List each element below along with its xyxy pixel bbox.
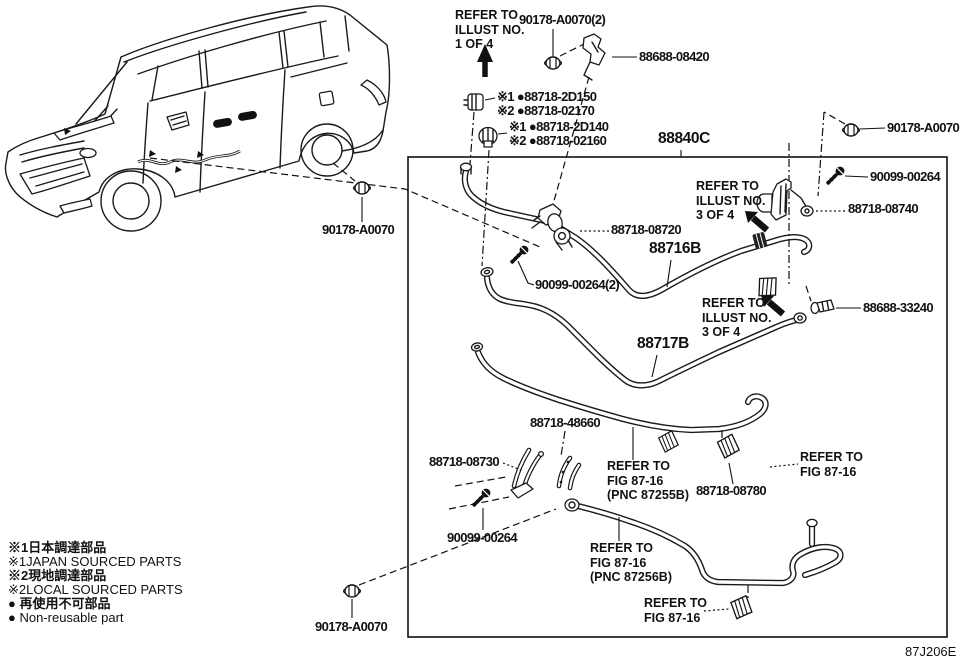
valve-icon-88718-08720: [531, 203, 573, 251]
part-label-88718-02170: ※2 ●88718-02170: [497, 103, 595, 118]
bracket-icon-88718-08730: [510, 447, 545, 499]
grommet-icon: [352, 181, 372, 195]
clip-icon-88718-08780: [657, 429, 680, 454]
refer-note-illust-3of4-lower: REFER TO ILLUST NO. 3 OF 4: [702, 296, 772, 339]
clip-icon: [463, 93, 484, 111]
refer-note-fig8716-right: REFER TO FIG 87-16: [800, 450, 863, 479]
part-label-88688-33240: 88688-33240: [863, 300, 934, 315]
underfloor-pipes-icon: [64, 128, 241, 173]
part-label-88718-08740: 88718-08740: [848, 201, 919, 216]
fuel-lid-icon: [318, 90, 335, 107]
door-handle-icon: [238, 110, 257, 121]
fitting-cap: [806, 518, 818, 528]
bracket-icon-88718-08740: [756, 178, 814, 221]
leader-lines: [351, 29, 886, 618]
part-label-88718-48660: 88718-48660: [530, 415, 601, 430]
northwest-arrow-icon: [761, 295, 786, 317]
grommet-icon: [342, 584, 362, 598]
clip-icon: [729, 594, 754, 620]
clip-icon-88718-08780: [715, 432, 741, 460]
part-label-90178-a0070-bottom: 90178-A0070: [315, 619, 388, 634]
refer-note-illust-1of4: REFER TO ILLUST NO. 1 OF 4: [455, 8, 525, 51]
refer-note-fig8716-bottom: REFER TO FIG 87-16: [644, 596, 707, 625]
part-label-88718-02160: ※2 ●88718-02160: [509, 133, 607, 148]
clamp-icon-88718-48660: [556, 455, 582, 491]
screw-icon: [471, 486, 493, 508]
parts-detail-box: [407, 156, 948, 638]
part-label-88688-08420: 88688-08420: [639, 49, 710, 64]
part-label-90178-a0070-body: 90178-A0070: [322, 222, 395, 237]
pipe-end-cap: [480, 267, 494, 277]
pipe-end-fitting: [793, 312, 807, 324]
figure-code: 87J206E: [905, 644, 957, 659]
clip-icon-88688-33240: [810, 299, 835, 315]
water-pipe-lower-88717b: [480, 267, 807, 389]
refer-note-fig8716-pnc87255b: REFER TO FIG 87-16 (PNC 87255B): [607, 459, 689, 502]
pipe-label-88717b: 88717B: [637, 335, 689, 352]
dashed-locator-lines: [149, 43, 846, 612]
grommet-icon: [543, 56, 563, 70]
clip-icon-dark: [752, 232, 768, 249]
door-handle-icon: [213, 117, 232, 128]
hose-end-cap: [459, 162, 473, 175]
bracket-icon-88688-08420: [582, 33, 606, 81]
legend-line-japan-sourced-en: ※1JAPAN SOURCED PARTS: [8, 554, 182, 569]
refer-note-illust-3of4-upper: REFER TO ILLUST NO. 3 OF 4: [696, 179, 766, 222]
screw-icon: [509, 243, 531, 265]
up-arrow-icon: [477, 44, 493, 77]
pipe-label-88716b: 88716B: [649, 240, 701, 257]
water-pipe-third: [470, 342, 769, 434]
part-label-90099-00264-right: 90099-00264: [870, 169, 941, 184]
vehicle-illustration: [4, 5, 391, 232]
legend-line-local-sourced-jp: ※2現地調達部品: [8, 568, 107, 583]
northwest-arrow-icon: [745, 211, 770, 233]
pipe-open-end: [564, 498, 580, 512]
legend-line-japan-sourced-jp: ※1日本調達部品: [8, 540, 107, 555]
screw-icon: [825, 164, 847, 186]
mirror-icon: [166, 111, 190, 131]
clip-icon: [478, 126, 498, 148]
part-label-88718-08780: 88718-08780: [696, 483, 767, 498]
part-label-88718-08730: 88718-08730: [429, 454, 500, 469]
refer-note-fig8716-pnc87256b: REFER TO FIG 87-16 (PNC 87256B): [590, 541, 672, 584]
legend-line-nonreusable-jp: ● 再使用不可部品: [8, 596, 111, 611]
water-pipe-upper-88716b: [459, 162, 813, 299]
part-label-88718-2d150: ※1 ●88718-2D150: [497, 89, 597, 104]
part-label-90099-00264-2: 90099-00264(2): [535, 277, 620, 292]
legend-line-local-sourced-en: ※2LOCAL SOURCED PARTS: [8, 582, 183, 597]
part-label-90178-a0070-2: 90178-A0070(2): [519, 12, 606, 27]
part-label-88718-2d140: ※1 ●88718-2D140: [509, 119, 609, 134]
part-label-90178-a0070-right: 90178-A0070: [887, 120, 960, 135]
assembly-label-88840c: 88840C: [658, 130, 710, 147]
part-label-90099-00264-bottom: 90099-00264: [447, 530, 518, 545]
part-label-88718-08720: 88718-08720: [611, 222, 682, 237]
water-pipe-fourth: [564, 498, 844, 587]
grommet-icon: [841, 123, 861, 137]
pipe-end-cap: [470, 342, 484, 352]
legend-line-nonreusable-en: ● Non-reusable part: [8, 610, 124, 625]
